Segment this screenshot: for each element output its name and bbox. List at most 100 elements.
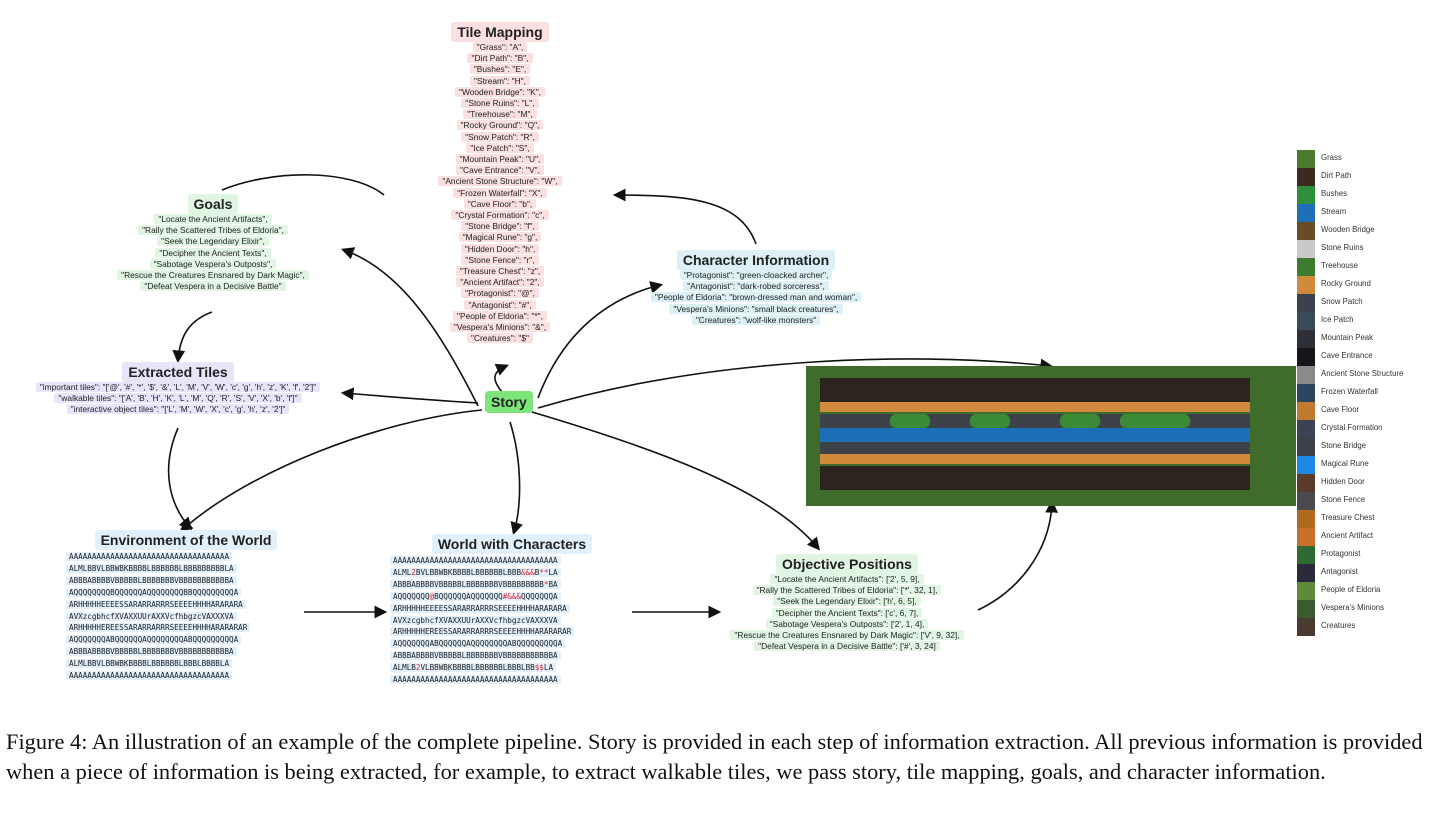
character-marker: $$ [534, 663, 544, 673]
rendered-game-map [806, 366, 1296, 506]
objective-positions-list: "Locate the Ancient Artifacts": ['2', 5,… [716, 574, 978, 652]
environment-title: Environment of the World [94, 530, 278, 550]
goal-entry: "Sabotage Vespera's Outposts", [149, 258, 277, 269]
tile-mapping-entry: "Grass": "A", [472, 42, 528, 52]
tile-mapping-entry: "Protagonist": "@", [461, 288, 539, 299]
extracted-tiles-list: "important tiles": "['@', '#', '*', '$',… [12, 382, 344, 416]
legend-item: Protagonist [1297, 546, 1437, 564]
legend-label: Stone Bridge [1321, 441, 1367, 450]
legend-swatch [1297, 474, 1315, 492]
tile-mapping-entry: "Vespera's Minions": "&", [449, 322, 551, 333]
tile-mapping-entry: "Bushes": "E", [469, 64, 531, 75]
environment-row: ARHHHHHEREESSARARRARRRSEEEEHHHHARARARAR [66, 623, 251, 633]
legend-item: People of Eldoria [1297, 582, 1437, 600]
environment-row: ABBBABBBBVBBBBBLBBBBBBBVBBBBBBBBBBBA [66, 575, 237, 585]
legend-item: Stone Fence [1297, 492, 1437, 510]
legend-item: Stone Bridge [1297, 438, 1437, 456]
arrow-story-to-objectives [531, 411, 821, 551]
tile-mapping-title: Tile Mapping [451, 22, 549, 42]
world-row: ABBBABBBBVBBBBBLBBBBBBBVBBBBBBBBB*BA [390, 579, 561, 589]
legend-swatch [1297, 618, 1315, 636]
legend-label: Hidden Door [1321, 477, 1365, 486]
tile-mapping-entry: "Snow Patch": "R", [461, 131, 539, 142]
legend-label: Grass [1321, 153, 1342, 162]
legend-label: People of Eldoria [1321, 585, 1381, 594]
legend-swatch [1297, 438, 1315, 456]
legend-swatch [1297, 456, 1315, 474]
legend-item: Grass [1297, 150, 1437, 168]
legend-item: Vespera's Minions [1297, 600, 1437, 618]
legend-swatch [1297, 384, 1315, 402]
legend-swatch [1297, 312, 1315, 330]
world-row: AQQQQQQQABQQQQQQAQQQQQQQQABQQQQQQQQQA [390, 639, 566, 649]
character-marker: &&& [521, 567, 535, 577]
character-information-list: "Protagonist": "green-cloacked archer","… [636, 270, 876, 326]
legend-label: Stone Ruins [1321, 243, 1364, 252]
legend-label: Wooden Bridge [1321, 225, 1375, 234]
objective-position-entry: "Locate the Ancient Artifacts": ['2', 5,… [770, 574, 924, 584]
environment-row: ARHHHHHEEEESSARARRARRRSEEEEHHHHARARARA [66, 599, 246, 609]
legend-item: Ice Patch [1297, 312, 1437, 330]
character-entry: "Antagonist": "dark-robed sorceress", [683, 281, 829, 292]
tile-mapping-list: "Grass": "A","Dirt Path": "B","Bushes": … [420, 42, 580, 344]
arrow-charinfo-to-tilemapping [612, 188, 757, 245]
legend-item: Ancient Artifact [1297, 528, 1437, 546]
world-row-segment: ALMLB [393, 663, 416, 673]
world-with-characters-box: World with Characters AAAAAAAAAAAAAAAAAA… [390, 534, 634, 686]
legend-swatch [1297, 600, 1315, 618]
legend-swatch [1297, 348, 1315, 366]
map-dirt-band [820, 478, 1250, 490]
legend-label: Treehouse [1321, 261, 1358, 270]
extracted-tiles-entry: "walkable tiles": "['A', 'B', 'H', 'K', … [54, 393, 302, 404]
objective-position-entry: "Decipher the Ancient Texts": ['c', 6, 7… [771, 607, 923, 618]
goals-box: Goals "Locate the Ancient Artifacts","Ra… [98, 194, 328, 292]
map-rock-band [820, 402, 1250, 412]
tile-mapping-entry: "Stone Fence": "r", [461, 254, 539, 265]
extracted-tiles-title: Extracted Tiles [122, 362, 234, 382]
legend-label: Bushes [1321, 189, 1348, 198]
environment-row: AAAAAAAAAAAAAAAAAAAAAAAAAAAAAAAAAAA [66, 671, 233, 681]
tile-mapping-entry: "Mountain Peak": "U", [455, 154, 545, 165]
world-row-segment: QQQQQQQA [521, 591, 558, 601]
world-row-segment: B [534, 567, 540, 577]
tile-mapping-box: Tile Mapping "Grass": "A","Dirt Path": "… [420, 22, 580, 344]
legend-label: Ancient Stone Structure [1321, 369, 1404, 378]
arrow-goals-to-extracted [172, 311, 213, 364]
legend-item: Cave Entrance [1297, 348, 1437, 366]
objective-positions-box: Objective Positions "Locate the Ancient … [716, 554, 978, 652]
world-row: ALMLB2VLBBWBKBBBBLBBBBBBLBBBLBB$$LA [390, 663, 557, 673]
world-row-segment: ALML [393, 567, 412, 577]
legend-label: Cave Entrance [1321, 351, 1373, 360]
tile-mapping-entry: "Treasure Chest": "z", [455, 266, 545, 277]
legend-item: Hidden Door [1297, 474, 1437, 492]
world-row: AVXzcgbhcfXVAXXUUrAXXVcfhbgzcVAXXXVA [390, 615, 561, 625]
tile-mapping-entry: "Magical Rune": "g", [458, 232, 542, 243]
legend-swatch [1297, 204, 1315, 222]
world-row-segment: LA [548, 567, 558, 577]
environment-row: ABBBABBBBVBBBBBLBBBBBBBVBBBBBBBBBBBA [66, 647, 237, 657]
map-bush-cluster [970, 414, 1010, 428]
legend-swatch [1297, 366, 1315, 384]
legend-label: Mountain Peak [1321, 333, 1374, 342]
extracted-tiles-entry: "important tiles": "['@', '#', '*', '$',… [35, 382, 321, 392]
legend-item: Snow Patch [1297, 294, 1437, 312]
tile-mapping-entry: "Stream": "H", [470, 75, 530, 86]
environment-row: AQQQQQQQQBQQQQQQAQQQQQQQQBBQQQQQQQQQA [66, 587, 242, 597]
tile-mapping-entry: "Frozen Waterfall": "X", [453, 187, 547, 198]
map-rock-band [820, 454, 1250, 464]
tile-mapping-entry: "Crystal Formation": "c", [451, 210, 549, 221]
legend-item: Magical Rune [1297, 456, 1437, 474]
legend-item: Crystal Formation [1297, 420, 1437, 438]
world-row: ARHHHHHEEEESSARARRARRRSEEEEHHHHARARARA [390, 603, 570, 613]
tile-mapping-entry: "People of Eldoria": "*", [453, 310, 547, 321]
legend-swatch [1297, 276, 1315, 294]
legend-label: Magical Rune [1321, 459, 1369, 468]
arrow-story-to-map [537, 358, 1054, 409]
objective-position-entry: "Sabotage Vespera's Outposts": ['2', 1, … [765, 618, 929, 629]
legend-swatch [1297, 222, 1315, 240]
legend-label: Treasure Chest [1321, 513, 1375, 522]
map-stream-band [820, 428, 1250, 442]
tile-mapping-entry: "Stone Bridge": "f", [461, 221, 539, 232]
legend-label: Stream [1321, 207, 1347, 216]
